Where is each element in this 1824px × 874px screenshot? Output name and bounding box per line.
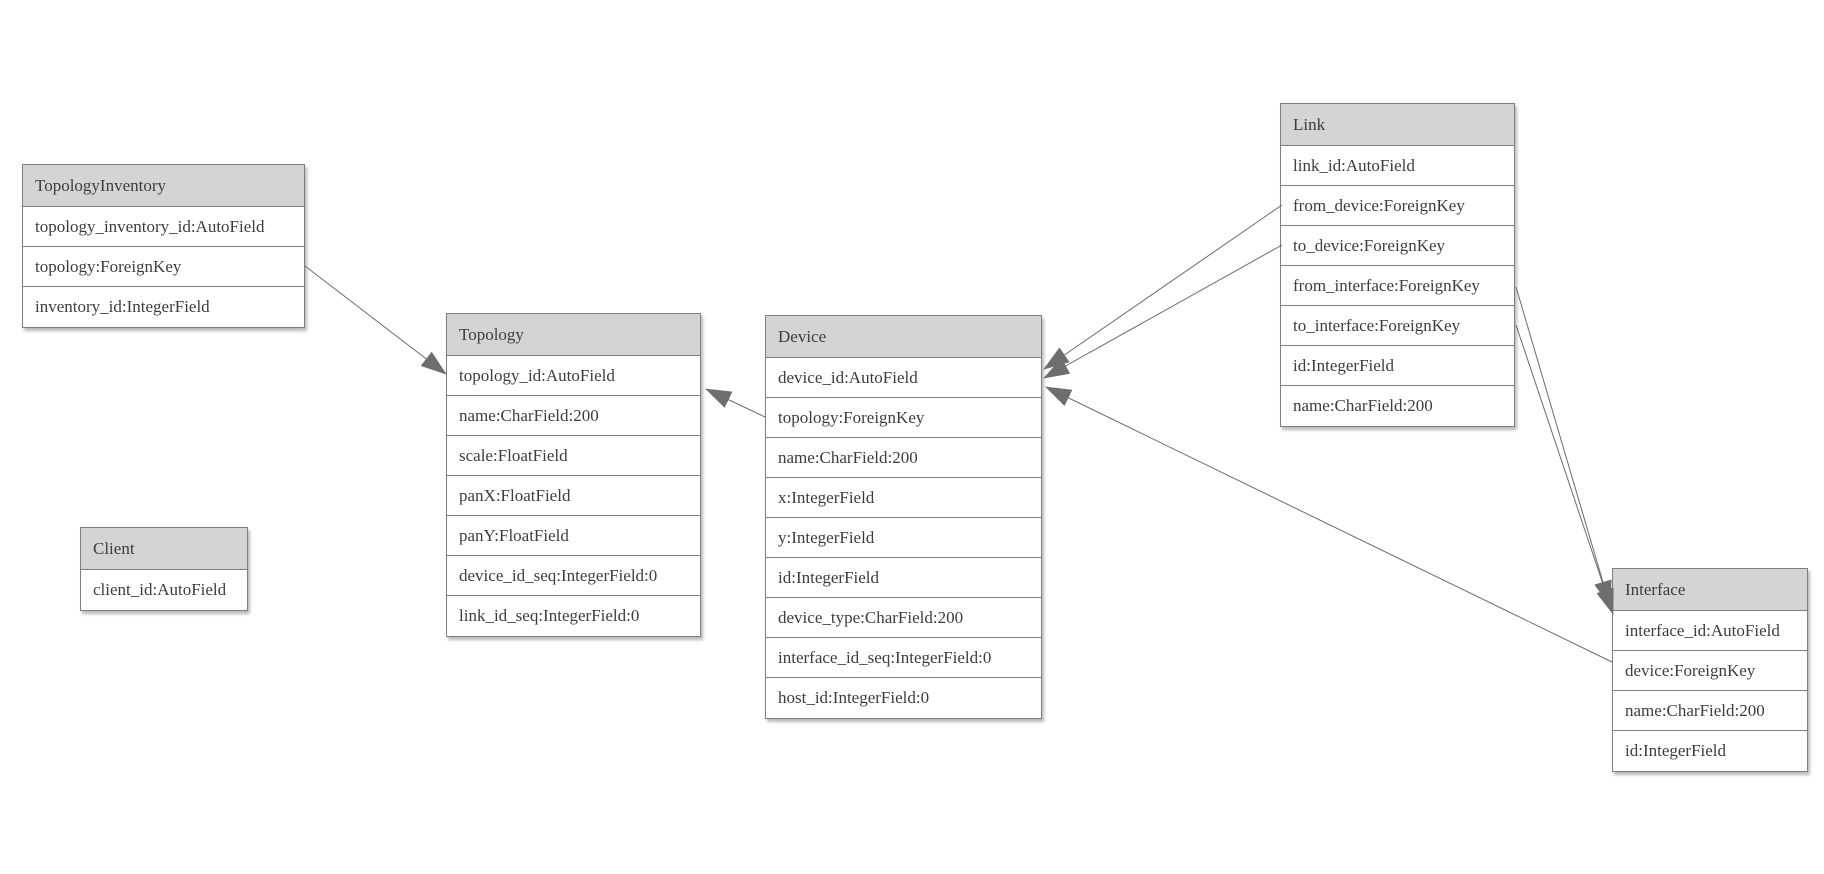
field-label: to_device:ForeignKey: [1293, 235, 1446, 255]
field-label: device_id_seq:IntegerField:0: [459, 565, 658, 585]
entity-field-row: id:IntegerField: [766, 558, 1041, 598]
entity-field-row: topology:ForeignKey: [766, 398, 1041, 438]
field-label: topology_inventory_id:AutoField: [35, 216, 265, 236]
entity-field-row: panX:FloatField: [447, 476, 700, 516]
field-label: topology:ForeignKey: [778, 407, 925, 427]
entity-table-device: Device device_id:AutoField topology:Foreig…: [765, 315, 1042, 719]
entity-table-client: Client client_id:AutoField: [80, 527, 248, 611]
field-label: device_type:CharField:200: [778, 607, 964, 627]
entity-field-row: link_id:AutoField: [1281, 146, 1514, 186]
entity-table-topology: Topology topology_id:AutoField name:CharFi…: [446, 313, 701, 637]
field-label: x:IntegerField: [778, 487, 875, 507]
entity-field-row: inventory_id:IntegerField: [23, 287, 304, 327]
entity-field-row: to_device:ForeignKey: [1281, 226, 1514, 266]
entity-header-client: Client: [81, 528, 247, 570]
entity-field-row: name:CharField:200: [447, 396, 700, 436]
field-label: name:CharField:200: [778, 447, 918, 467]
entity-field-row: topology_id:AutoField: [447, 356, 700, 396]
field-label: name:CharField:200: [459, 405, 599, 425]
entity-field-row: id:IntegerField: [1613, 731, 1807, 771]
field-label: device_id:AutoField: [778, 367, 918, 387]
entity-field-row: topology:ForeignKey: [23, 247, 304, 287]
entity-field-row: to_interface:ForeignKey: [1281, 306, 1514, 346]
entity-title: Topology: [459, 324, 524, 344]
field-label: name:CharField:200: [1625, 700, 1765, 720]
entity-header-link: Link: [1281, 104, 1514, 146]
relationship-line-link-from_device: [1043, 204, 1283, 370]
entity-field-row: name:CharField:200: [1281, 386, 1514, 426]
entity-field-row: interface_id_seq:IntegerField:0: [766, 638, 1041, 678]
field-label: link_id:AutoField: [1293, 155, 1415, 175]
field-label: panX:FloatField: [459, 485, 571, 505]
entity-header-topology: Topology: [447, 314, 700, 356]
relationship-line-link-to_interface: [1515, 324, 1614, 615]
entity-field-row: topology_inventory_id:AutoField: [23, 207, 304, 247]
entity-header-device: Device: [766, 316, 1041, 358]
relationship-line-interface-device: [1045, 386, 1613, 663]
entity-field-row: device_id_seq:IntegerField:0: [447, 556, 700, 596]
entity-table-link: Link link_id:AutoField from_device:Foreign…: [1280, 103, 1515, 427]
field-label: y:IntegerField: [778, 527, 875, 547]
entity-title: Link: [1293, 114, 1326, 134]
entity-title: Interface: [1625, 579, 1686, 599]
field-label: client_id:AutoField: [93, 580, 227, 599]
entity-field-row: host_id:IntegerField:0: [766, 678, 1041, 718]
entity-table-topology-inventory: TopologyInventory topology_inventory_id:A…: [22, 164, 305, 328]
entity-title: Device: [778, 326, 827, 346]
field-label: from_device:ForeignKey: [1293, 195, 1465, 215]
entity-field-row: scale:FloatField: [447, 436, 700, 476]
field-label: interface_id_seq:IntegerField:0: [778, 647, 992, 667]
field-label: inventory_id:IntegerField: [35, 297, 210, 316]
entity-field-row: x:IntegerField: [766, 478, 1041, 518]
entity-field-row: device:ForeignKey: [1613, 651, 1807, 691]
field-label: to_interface:ForeignKey: [1293, 315, 1461, 335]
field-label: id:IntegerField: [1625, 741, 1727, 760]
field-label: name:CharField:200: [1293, 396, 1433, 415]
entity-field-row: name:CharField:200: [766, 438, 1041, 478]
entity-title: TopologyInventory: [35, 175, 167, 195]
entity-field-row: device_id:AutoField: [766, 358, 1041, 398]
relationship-line-link-from_interface: [1515, 286, 1612, 607]
relationship-line-topologyinventory-topology: [304, 265, 447, 375]
field-label: host_id:IntegerField:0: [778, 688, 930, 707]
entity-table-interface: Interface interface_id:AutoField device:Fo…: [1612, 568, 1808, 772]
field-label: interface_id:AutoField: [1625, 620, 1780, 640]
entity-field-row: panY:FloatField: [447, 516, 700, 556]
field-label: topology_id:AutoField: [459, 365, 615, 385]
field-label: device:ForeignKey: [1625, 660, 1756, 680]
field-label: topology:ForeignKey: [35, 256, 182, 276]
entity-header-interface: Interface: [1613, 569, 1807, 611]
entity-field-row: from_device:ForeignKey: [1281, 186, 1514, 226]
entity-field-row: interface_id:AutoField: [1613, 611, 1807, 651]
field-label: from_interface:ForeignKey: [1293, 275, 1480, 295]
entity-header-topology-inventory: TopologyInventory: [23, 165, 304, 207]
field-label: link_id_seq:IntegerField:0: [459, 606, 640, 625]
relationship-line-device-topology: [705, 388, 766, 418]
field-label: panY:FloatField: [459, 525, 569, 545]
relationship-line-link-to_device: [1043, 244, 1283, 379]
entity-field-row: client_id:AutoField: [81, 570, 247, 610]
entity-field-row: id:IntegerField: [1281, 346, 1514, 386]
field-label: id:IntegerField: [778, 567, 880, 587]
field-label: id:IntegerField: [1293, 355, 1395, 375]
entity-field-row: device_type:CharField:200: [766, 598, 1041, 638]
entity-field-row: from_interface:ForeignKey: [1281, 266, 1514, 306]
entity-field-row: y:IntegerField: [766, 518, 1041, 558]
entity-field-row: link_id_seq:IntegerField:0: [447, 596, 700, 636]
field-label: scale:FloatField: [459, 445, 568, 465]
entity-title: Client: [93, 538, 135, 558]
entity-field-row: name:CharField:200: [1613, 691, 1807, 731]
